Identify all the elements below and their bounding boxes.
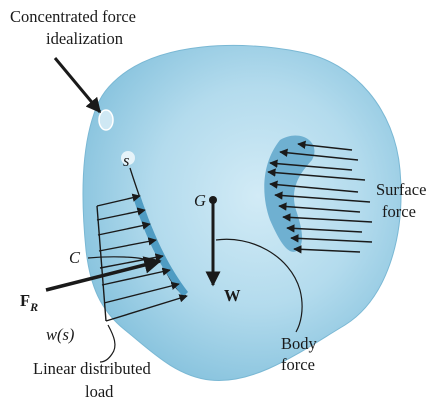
surface-force-label-line1: Surface [376,180,426,199]
load-arrow [96,193,141,207]
s-point [121,151,135,165]
deformable-body [82,44,402,381]
concentrated-force-spot [98,109,114,131]
body-force-label-line2: force [281,355,315,374]
surface-arrow [269,159,353,171]
load-arrow [103,281,180,304]
surface-force-label-line2: force [382,202,416,221]
load-arrow [96,207,146,221]
distributed-load-arrows [96,193,188,322]
load-envelope [96,205,107,322]
surface-arrow [269,180,359,193]
surface-arrow [293,245,361,254]
load-arrow [98,237,157,252]
resultant-force-arrow [45,256,162,292]
distributed-load-strip [134,195,188,297]
surface-arrow [274,191,371,203]
surface-arrow [267,168,366,181]
surface-arrow [290,234,373,243]
body-force-leader [215,238,303,333]
concentrated-force-label-line1: Concentrated force [10,7,136,26]
surface-force-arrows [267,140,373,254]
g-label: G [194,191,206,210]
body-force-label-line1: Body [281,334,318,353]
concentrated-force-arrow [53,57,102,114]
c-label: C [69,248,81,267]
w-label: W [224,286,241,305]
load-arrow [97,221,151,236]
surface-arrow [278,202,361,213]
load-arrow [105,294,188,322]
surface-arrow [279,148,359,161]
surface-arrow [282,213,373,223]
ws-label: w(s) [46,325,74,344]
s-label: s [123,151,129,170]
surface-arrow [286,224,363,233]
surface-arrow [297,140,353,151]
linear-load-label-line2: load [85,382,114,401]
fr-label: FR [20,291,38,314]
linear-load-label-line1: Linear distributed [33,359,152,378]
ws-bracket [99,324,116,363]
concentrated-force-label-line2: idealization [46,29,123,48]
